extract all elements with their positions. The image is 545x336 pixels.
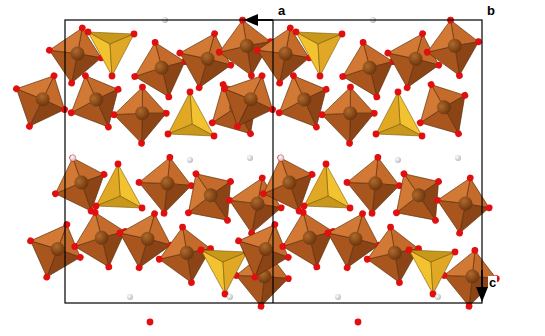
unit-cell-outline (65, 20, 482, 303)
axis-label: a (277, 4, 286, 17)
axis-arrow (244, 14, 488, 302)
axis-label: b (486, 4, 496, 17)
axis-label: c (488, 276, 497, 289)
polyhedra-cell (207, 14, 505, 325)
